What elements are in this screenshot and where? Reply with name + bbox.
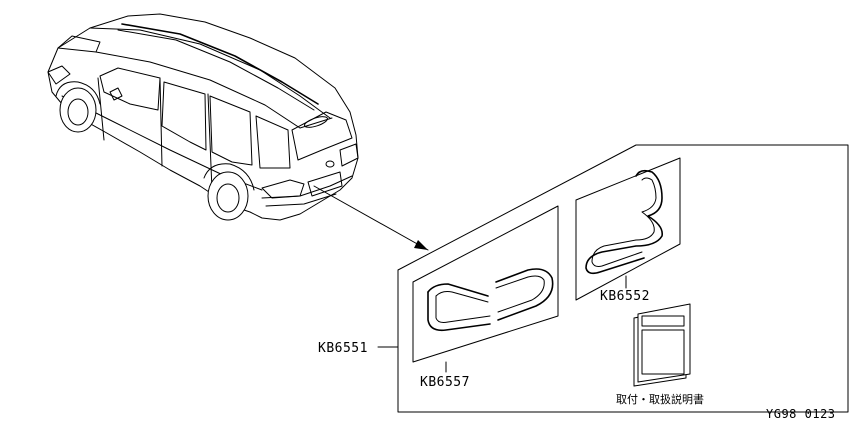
exploded-view-panel — [377, 144, 849, 413]
instruction-booklet-icon — [633, 303, 691, 387]
side-decal-sheet — [575, 157, 681, 301]
leader-arrow — [313, 185, 429, 251]
tail-decal-sheet — [412, 205, 559, 363]
inner-part-number: KB6557 — [420, 375, 470, 390]
assembly-part-number: KB6551 — [318, 341, 368, 356]
instructions-label: 取付・取扱説明書 — [616, 392, 704, 406]
minivan-illustration — [47, 13, 359, 221]
kit-part-number: KB6552 — [600, 289, 650, 304]
figure-code: YG98 0123 — [766, 407, 836, 421]
